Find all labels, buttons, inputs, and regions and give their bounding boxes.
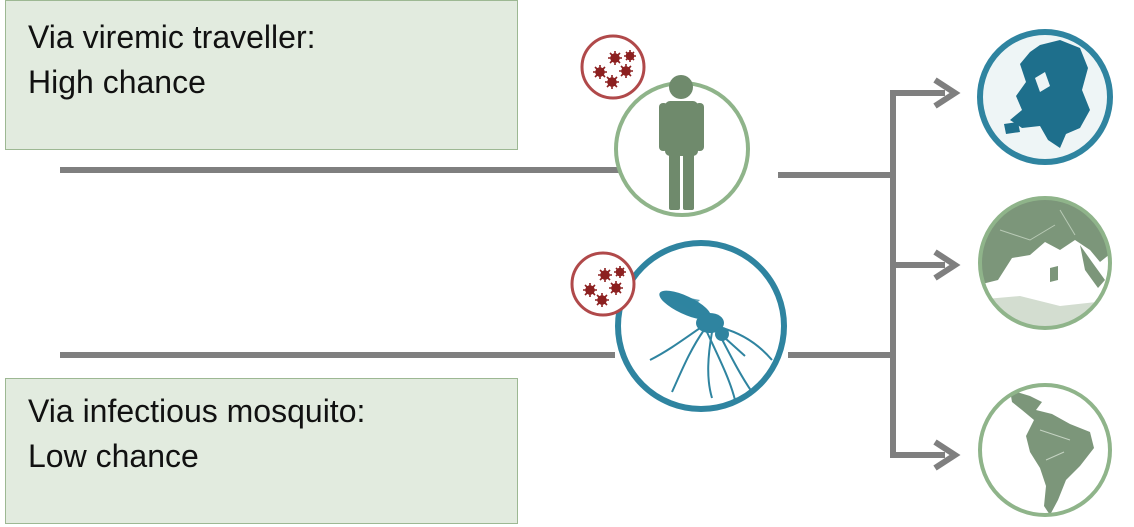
traveller-node	[614, 75, 750, 217]
arrow-icon	[933, 439, 961, 471]
arrow-icon	[933, 77, 961, 109]
person-icon	[659, 75, 704, 210]
virus-icon	[570, 251, 636, 317]
mosquito-route-chance: Low chance	[28, 438, 199, 474]
mosquito-route-title: Via infectious mosquito:	[28, 393, 366, 429]
mosquito-icon	[649, 290, 773, 401]
south-america-map-icon	[978, 383, 1112, 517]
traveller-route-chance: High chance	[28, 64, 206, 100]
connector-lines	[60, 90, 945, 458]
mosquito-route-box: Via infectious mosquito: Low chance	[5, 378, 518, 524]
traveller-route-box: Via viremic traveller: High chance	[5, 0, 518, 150]
europe-map-icon	[978, 196, 1112, 330]
virus-icon	[580, 34, 646, 100]
netherlands-map-icon	[977, 29, 1113, 165]
arrow-icon	[933, 249, 961, 281]
mosquito-node	[615, 240, 787, 412]
traveller-route-title: Via viremic traveller:	[28, 19, 316, 55]
